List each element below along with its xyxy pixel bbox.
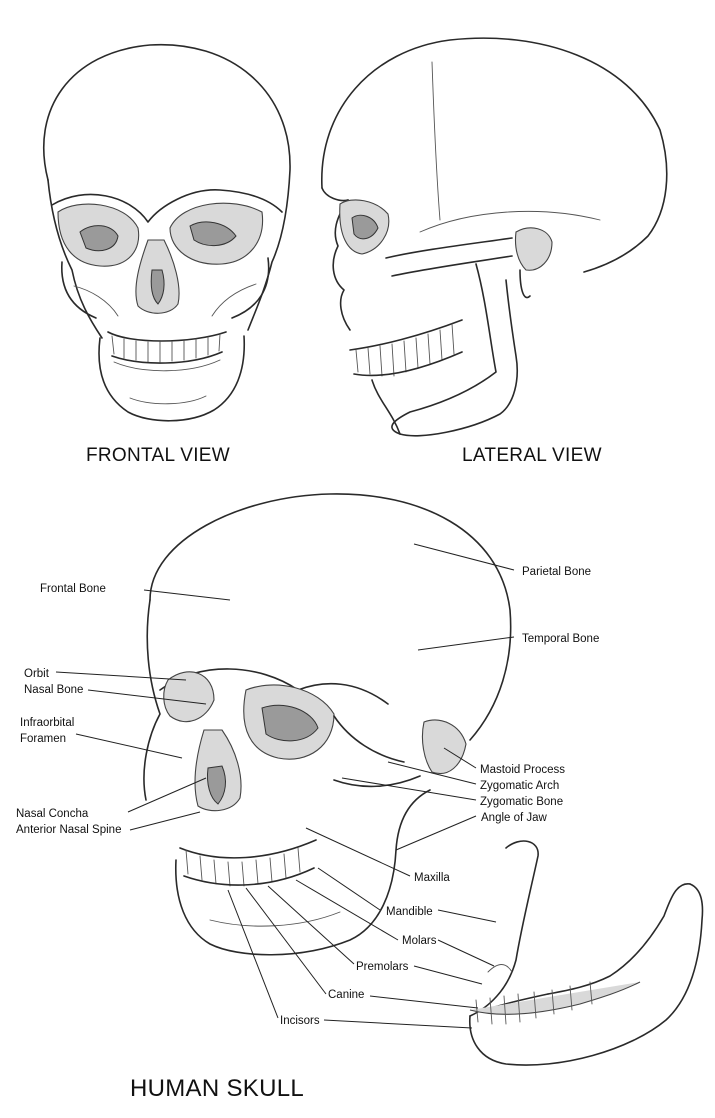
label-maxilla: Maxilla <box>414 872 450 884</box>
label-incisors: Incisors <box>280 1015 320 1027</box>
label-zygomatic-bone: Zygomatic Bone <box>480 796 563 808</box>
label-orbit: Orbit <box>24 668 50 680</box>
label-mastoid-process: Mastoid Process <box>480 764 565 776</box>
label-molars: Molars <box>402 935 437 947</box>
label-parietal-bone: Parietal Bone <box>522 566 591 578</box>
three-quarter-skull <box>143 493 512 956</box>
label-mandible: Mandible <box>386 906 433 918</box>
label-zygomatic-arch: Zygomatic Arch <box>480 780 559 792</box>
label-infraorbital-line1: Infraorbital <box>20 717 74 729</box>
label-frontal-bone: Frontal Bone <box>40 583 106 595</box>
lateral-view-title: LATERAL VIEW <box>462 445 602 466</box>
diagram-title: HUMAN SKULL <box>130 1075 304 1102</box>
frontal-view-title: FRONTAL VIEW <box>86 445 230 466</box>
label-nasal-concha: Nasal Concha <box>16 808 89 820</box>
separate-mandible <box>469 840 704 1066</box>
leader-lines <box>55 543 515 1029</box>
label-temporal-bone: Temporal Bone <box>522 633 599 645</box>
label-nasal-bone: Nasal Bone <box>24 684 83 696</box>
label-premolars: Premolars <box>356 961 409 973</box>
label-anterior-nasal-spine: Anterior Nasal Spine <box>16 824 121 836</box>
label-canine: Canine <box>328 989 364 1001</box>
lateral-view-skull <box>321 37 668 437</box>
label-angle-of-jaw: Angle of Jaw <box>481 812 548 824</box>
anatomy-labels: Frontal Bone Parietal Bone Temporal Bone… <box>16 566 599 1027</box>
label-infraorbital-line2: Foramen <box>20 733 66 745</box>
frontal-view-skull <box>43 43 291 422</box>
